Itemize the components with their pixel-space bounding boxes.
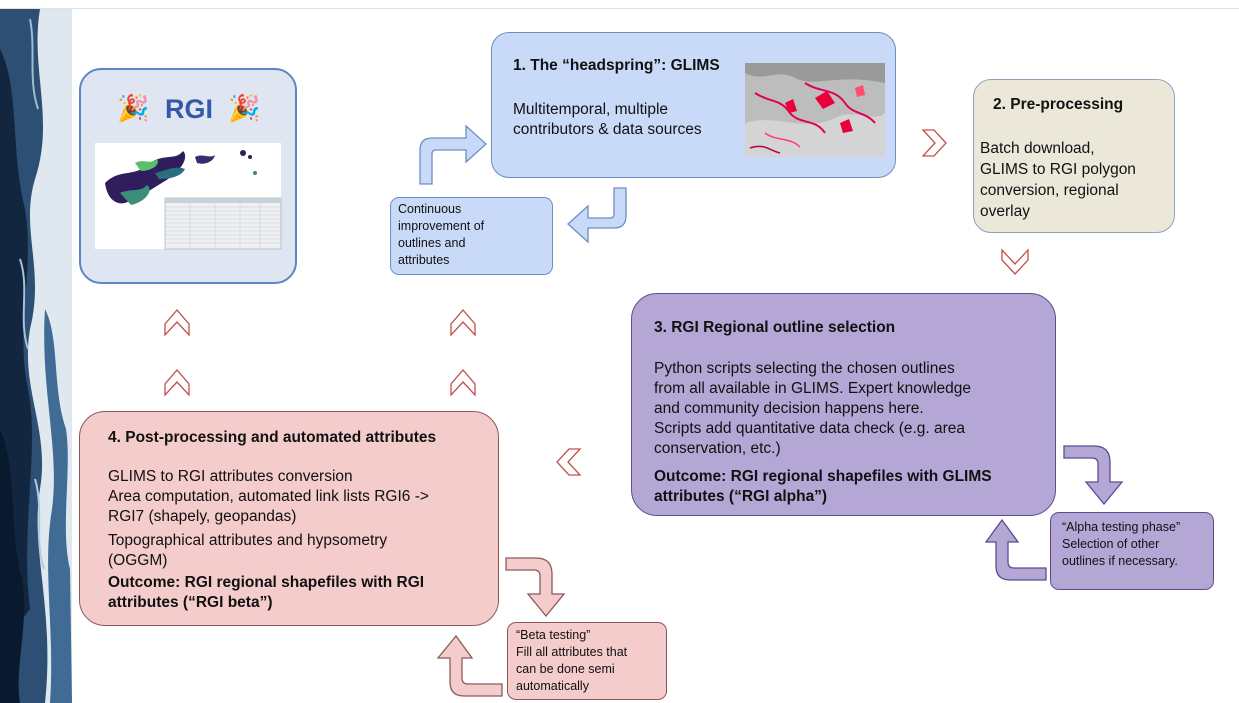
beta-testing-box — [507, 622, 667, 700]
chevron-right-icon — [921, 129, 947, 157]
rgi-map-table-picture — [95, 143, 282, 250]
post-text-line: GLIMS to RGI attributes conversion — [108, 468, 353, 485]
regional-text-line: Scripts add quantitative data check (e.g… — [654, 420, 966, 437]
post-text-line: (OGGM) — [108, 552, 168, 569]
bent-arrow-up-return-icon — [436, 634, 503, 697]
post-outcome-line: attributes (“RGI beta”) — [108, 594, 273, 611]
preprocessing-box — [973, 79, 1175, 233]
chevron-up-icon — [164, 369, 190, 397]
party-popper-icon: 🎉 — [117, 93, 150, 123]
bent-arrow-down-left-icon — [567, 187, 627, 244]
regional-text-line: conservation, etc.) — [654, 440, 781, 457]
regional-outcome-line: Outcome: RGI regional shapefiles with GL… — [654, 468, 992, 485]
continuous-text-line: Continuous — [398, 202, 462, 216]
regional-title: 3. RGI Regional outline selection — [654, 319, 896, 336]
post-processing-box — [79, 411, 499, 626]
post-text-line: RGI7 (shapely, geopandas) — [108, 508, 297, 525]
preprocessing-text-line: overlay — [980, 203, 1030, 220]
bent-arrow-up-return-icon — [984, 518, 1047, 581]
regional-text-line: Python scripts selecting the chosen outl… — [654, 360, 955, 377]
regional-selection-box — [631, 293, 1056, 516]
preprocessing-title: 2. Pre-processing — [993, 96, 1124, 113]
top-divider — [0, 8, 1239, 9]
continuous-improvement-box — [390, 197, 553, 275]
alpha-text-line: “Alpha testing phase” — [1062, 520, 1181, 534]
glims-text-line: Multitemporal, multiple — [513, 101, 669, 118]
glims-text-line: contributors & data sources — [513, 121, 702, 138]
regional-text-line: and community decision happens here. — [654, 400, 924, 417]
continuous-text-line: attributes — [398, 253, 450, 267]
bent-arrow-up-right-icon — [419, 124, 487, 185]
regional-outcome-line: attributes (“RGI alpha”) — [654, 488, 828, 505]
glacier-texture-strip — [0, 9, 72, 703]
beta-text-line: can be done semi — [516, 662, 615, 676]
glims-outlines-map-picture — [745, 63, 885, 157]
party-popper-icon: 🎉 — [228, 93, 261, 123]
post-text-line: Area computation, automated link lists R… — [108, 488, 429, 505]
post-text-line: Topographical attributes and hypsometry — [108, 532, 388, 549]
preprocessing-text-line: Batch download, — [980, 140, 1095, 157]
beta-text-line: Fill all attributes that — [516, 645, 628, 659]
beta-text-line: “Beta testing” — [516, 628, 591, 642]
alpha-testing-box — [1050, 512, 1214, 590]
chevron-up-icon — [450, 309, 476, 337]
alpha-text-line: Selection of other — [1062, 537, 1160, 551]
chevron-up-icon — [164, 309, 190, 337]
rgi-title: RGI — [165, 94, 214, 124]
beta-text-line: automatically — [516, 679, 589, 693]
preprocessing-text-line: conversion, regional — [980, 182, 1119, 199]
bent-arrow-right-down-icon — [1063, 445, 1124, 506]
chevron-down-icon — [1001, 248, 1029, 275]
continuous-text-line: outlines and — [398, 236, 466, 250]
chevron-up-icon — [450, 369, 476, 397]
chevron-left-icon — [556, 448, 582, 476]
preprocessing-text-line: GLIMS to RGI polygon — [980, 161, 1136, 178]
post-outcome-line: Outcome: RGI regional shapefiles with RG… — [108, 574, 425, 591]
continuous-text-line: improvement of — [398, 219, 485, 233]
regional-text-line: from all available in GLIMS. Expert know… — [654, 380, 972, 397]
bent-arrow-right-down-icon — [505, 557, 566, 618]
glims-title: 1. The “headspring”: GLIMS — [513, 57, 720, 74]
post-processing-title: 4. Post-processing and automated attribu… — [108, 429, 437, 446]
alpha-text-line: outlines if necessary. — [1062, 554, 1178, 568]
